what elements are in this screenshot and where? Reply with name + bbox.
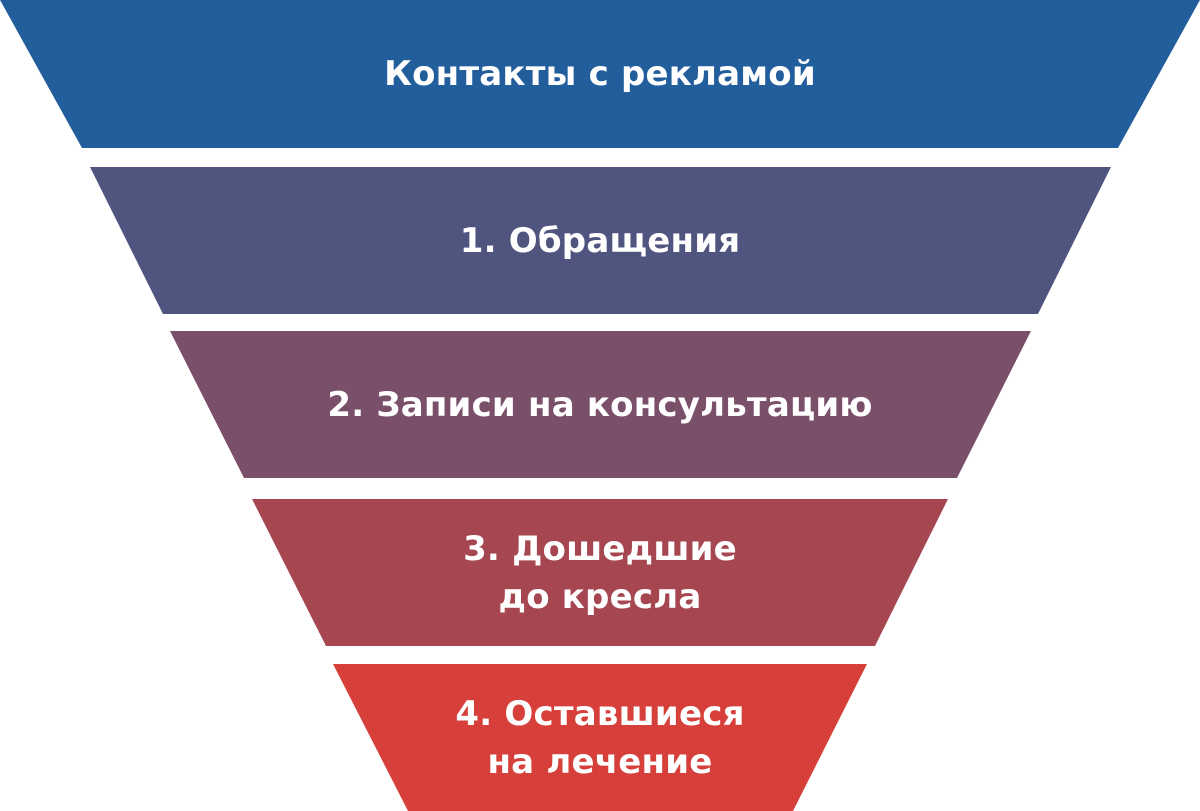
funnel-stage-3-shape — [252, 499, 948, 646]
funnel-stage-4-shape — [333, 664, 867, 811]
funnel-stage-0-shape — [0, 0, 1200, 148]
funnel-stage-2-shape — [170, 331, 1031, 478]
funnel-stage-1-shape — [90, 167, 1111, 314]
